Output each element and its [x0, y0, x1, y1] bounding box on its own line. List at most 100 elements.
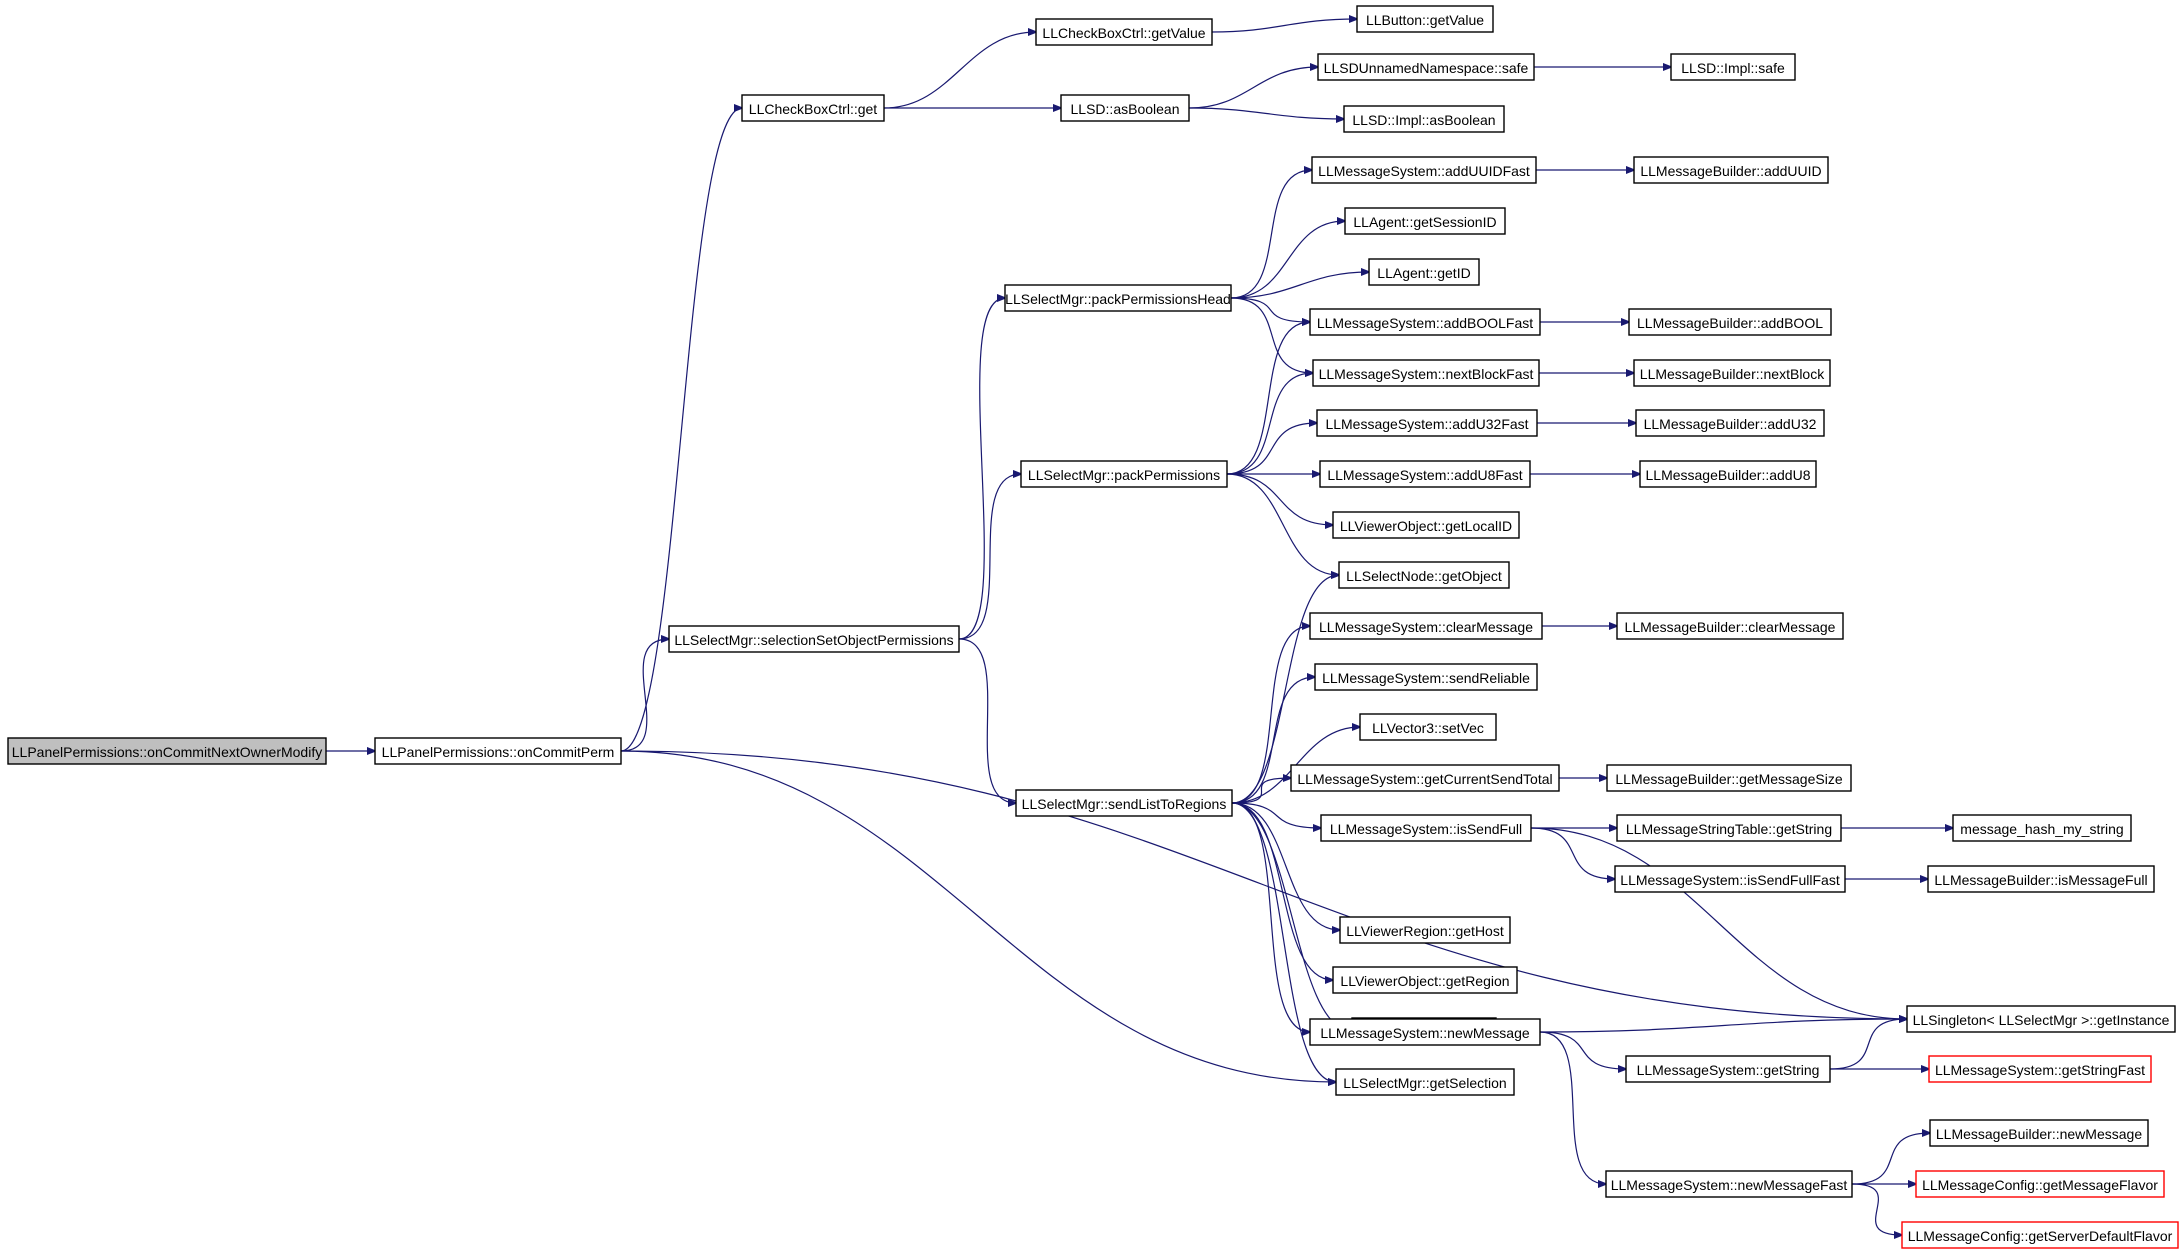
- function-node-box[interactable]: [1290, 764, 1560, 792]
- function-node[interactable]: LLMessageBuilder::nextBlock: [1633, 359, 1831, 387]
- function-node-box[interactable]: [668, 625, 960, 653]
- function-node-box[interactable]: [1343, 105, 1505, 133]
- function-node-box[interactable]: [1901, 1221, 2179, 1249]
- function-node-box[interactable]: [1633, 156, 1829, 184]
- function-node[interactable]: LLMessageSystem::getStringFast: [1928, 1055, 2152, 1083]
- function-node[interactable]: LLMessageStringTable::getString: [1616, 814, 1842, 842]
- function-node-box[interactable]: [1312, 359, 1540, 387]
- function-node-box[interactable]: [1628, 308, 1832, 336]
- function-node-box[interactable]: [1319, 460, 1531, 488]
- function-node[interactable]: LLMessageSystem::nextBlockFast: [1312, 359, 1540, 387]
- function-node[interactable]: LLMessageBuilder::getMessageSize: [1606, 764, 1852, 792]
- function-node-box[interactable]: [1356, 5, 1494, 33]
- function-node-box[interactable]: [374, 737, 622, 765]
- function-node-box[interactable]: [1670, 53, 1796, 81]
- function-node-box[interactable]: [1344, 207, 1506, 235]
- function-node[interactable]: LLSelectMgr::selectionSetObjectPermissio…: [668, 625, 960, 653]
- function-node-box[interactable]: [1915, 1170, 2165, 1198]
- function-node[interactable]: LLCheckBoxCtrl::getValue: [1035, 18, 1213, 46]
- function-node[interactable]: LLButton::getValue: [1356, 5, 1494, 33]
- function-node-box[interactable]: [1332, 966, 1518, 994]
- function-node[interactable]: LLMessageBuilder::addBOOL: [1628, 308, 1832, 336]
- function-node[interactable]: LLSelectNode::getObject: [1338, 561, 1510, 589]
- function-node-box[interactable]: [1929, 1119, 2149, 1147]
- function-node[interactable]: LLSelectMgr::packPermissionsHead: [1004, 284, 1232, 312]
- function-node-box[interactable]: [1605, 1170, 1853, 1198]
- function-node[interactable]: message_hash_my_string: [1952, 814, 2132, 842]
- function-node[interactable]: LLMessageSystem::newMessageFast: [1605, 1170, 1853, 1198]
- function-node-box[interactable]: [1309, 612, 1543, 640]
- function-node-box[interactable]: [1906, 1005, 2176, 1033]
- function-node[interactable]: LLMessageConfig::getServerDefaultFlavor: [1901, 1221, 2179, 1249]
- function-node-box[interactable]: [1004, 284, 1232, 312]
- function-node-box[interactable]: [1320, 814, 1532, 842]
- function-node[interactable]: LLMessageBuilder::addUUID: [1633, 156, 1829, 184]
- function-node[interactable]: LLSingleton< LLSelectMgr >::getInstance: [1906, 1005, 2176, 1033]
- function-node-box[interactable]: [1368, 258, 1480, 286]
- function-node-box[interactable]: [1606, 764, 1852, 792]
- function-node[interactable]: LLMessageSystem::addBOOLFast: [1309, 308, 1541, 336]
- function-node[interactable]: LLVector3::setVec: [1359, 713, 1497, 741]
- function-node[interactable]: LLMessageConfig::getMessageFlavor: [1915, 1170, 2165, 1198]
- function-node-box[interactable]: [1020, 460, 1228, 488]
- function-node[interactable]: LLMessageSystem::addU32Fast: [1316, 409, 1538, 437]
- function-node[interactable]: LLMessageBuilder::addU32: [1635, 409, 1825, 437]
- function-node-box[interactable]: [1316, 409, 1538, 437]
- function-node-box[interactable]: [1335, 1068, 1515, 1096]
- function-node[interactable]: LLMessageSystem::addU8Fast: [1319, 460, 1531, 488]
- function-node-box[interactable]: [1928, 1055, 2152, 1083]
- function-node[interactable]: LLSelectMgr::getSelection: [1335, 1068, 1515, 1096]
- function-node-box[interactable]: [1359, 713, 1497, 741]
- function-node-box[interactable]: [1633, 359, 1831, 387]
- function-node-box[interactable]: [1952, 814, 2132, 842]
- function-node-box[interactable]: [1339, 916, 1511, 944]
- function-node[interactable]: LLAgent::getID: [1368, 258, 1480, 286]
- function-node[interactable]: LLMessageSystem::getString: [1625, 1055, 1831, 1083]
- call-edge: [1231, 778, 1291, 804]
- function-node[interactable]: LLMessageSystem::clearMessage: [1309, 612, 1543, 640]
- function-node[interactable]: LLPanelPermissions::onCommitNextOwnerMod…: [7, 737, 327, 765]
- function-node[interactable]: LLMessageSystem::sendReliable: [1314, 663, 1538, 691]
- function-node-box[interactable]: [1309, 1018, 1541, 1046]
- function-node-box[interactable]: [1639, 460, 1817, 488]
- function-node-box[interactable]: [1616, 612, 1844, 640]
- function-node-box[interactable]: [1332, 511, 1520, 539]
- function-node-box[interactable]: [1338, 561, 1510, 589]
- function-node-box[interactable]: [1927, 865, 2155, 893]
- function-node[interactable]: LLMessageBuilder::addU8: [1639, 460, 1817, 488]
- function-node-box[interactable]: [1060, 94, 1190, 122]
- function-node[interactable]: LLMessageBuilder::isMessageFull: [1927, 865, 2155, 893]
- function-node-box[interactable]: [1311, 156, 1537, 184]
- function-node[interactable]: LLAgent::getSessionID: [1344, 207, 1506, 235]
- function-node-box[interactable]: [1625, 1055, 1831, 1083]
- function-node[interactable]: LLViewerObject::getLocalID: [1332, 511, 1520, 539]
- function-node-box[interactable]: [1015, 789, 1233, 817]
- function-node[interactable]: LLMessageSystem::addUUIDFast: [1311, 156, 1537, 184]
- function-node[interactable]: LLSelectMgr::sendListToRegions: [1015, 789, 1233, 817]
- function-node-box[interactable]: [1314, 663, 1538, 691]
- function-node-box[interactable]: [1635, 409, 1825, 437]
- function-node[interactable]: LLSD::Impl::safe: [1670, 53, 1796, 81]
- function-node-box[interactable]: [1317, 53, 1535, 81]
- function-node-box[interactable]: [1035, 18, 1213, 46]
- function-node-box[interactable]: [1309, 308, 1541, 336]
- function-node[interactable]: LLMessageSystem::isSendFullFast: [1614, 865, 1846, 893]
- function-node[interactable]: LLMessageBuilder::newMessage: [1929, 1119, 2149, 1147]
- function-node[interactable]: LLCheckBoxCtrl::get: [741, 94, 885, 122]
- function-node[interactable]: LLMessageSystem::getCurrentSendTotal: [1290, 764, 1560, 792]
- function-node[interactable]: LLSD::Impl::asBoolean: [1343, 105, 1505, 133]
- function-node[interactable]: LLSelectMgr::packPermissions: [1020, 460, 1228, 488]
- function-node[interactable]: LLMessageBuilder::clearMessage: [1616, 612, 1844, 640]
- function-node[interactable]: LLMessageSystem::isSendFull: [1320, 814, 1532, 842]
- function-node-box[interactable]: [1616, 814, 1842, 842]
- function-node-box[interactable]: [7, 737, 327, 765]
- function-node-label: LLMessageConfig::getServerDefaultFlavor: [1908, 1228, 2173, 1244]
- function-node[interactable]: LLSD::asBoolean: [1060, 94, 1190, 122]
- function-node[interactable]: LLViewerRegion::getHost: [1339, 916, 1511, 944]
- function-node[interactable]: LLSDUnnamedNamespace::safe: [1317, 53, 1535, 81]
- function-node[interactable]: LLMessageSystem::newMessage: [1309, 1018, 1541, 1046]
- function-node-box[interactable]: [1614, 865, 1846, 893]
- function-node-box[interactable]: [741, 94, 885, 122]
- function-node[interactable]: LLViewerObject::getRegion: [1332, 966, 1518, 994]
- function-node[interactable]: LLPanelPermissions::onCommitPerm: [374, 737, 622, 765]
